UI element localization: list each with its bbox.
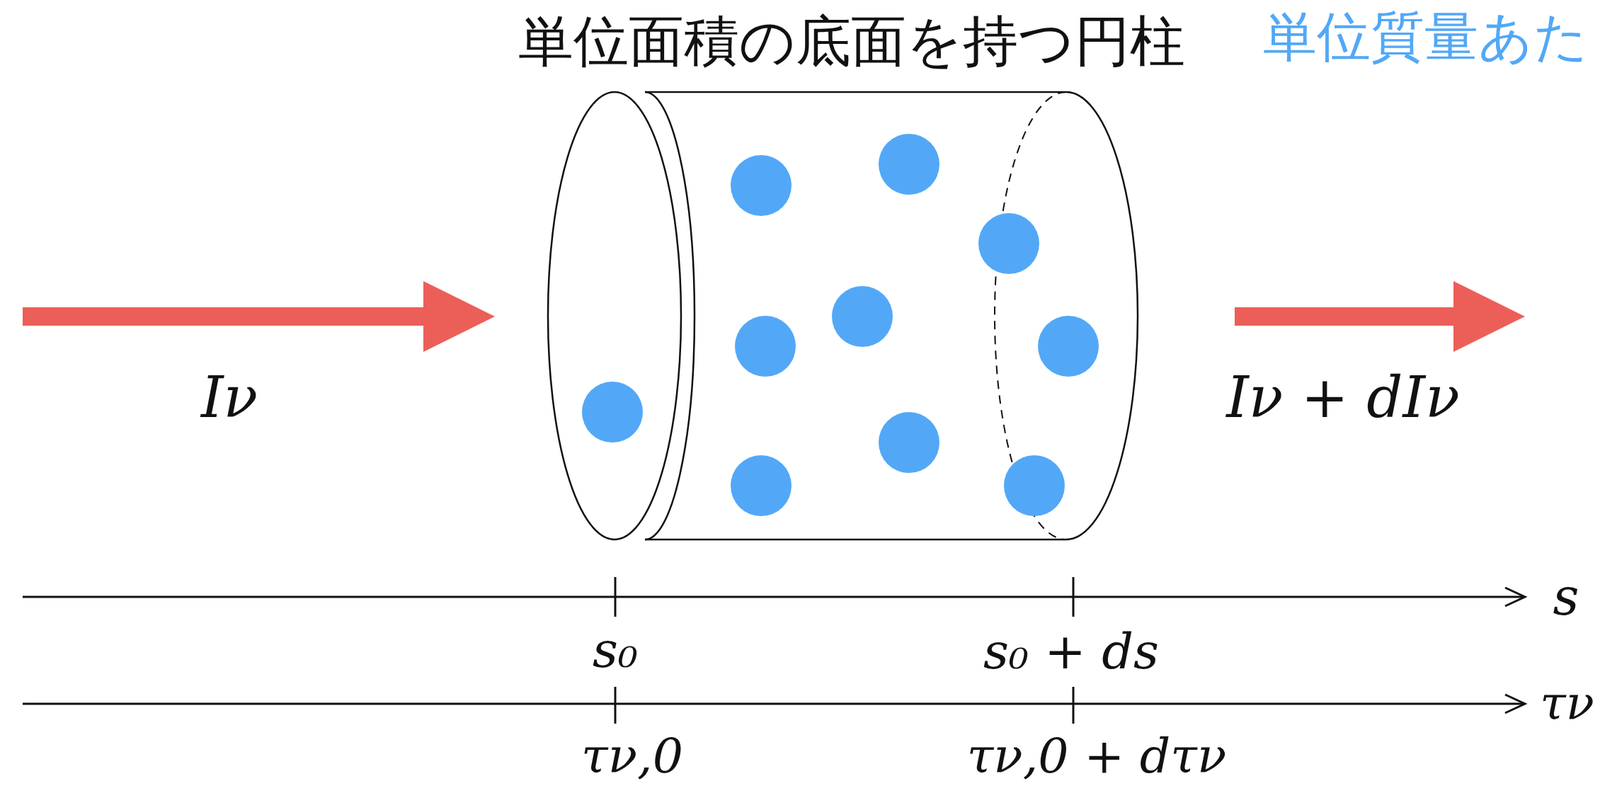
axis-tick [614,576,617,617]
tick-label: τν,0 [581,732,684,781]
cylinder-heading: 単位面積の底面を持つ円柱 [518,8,1186,76]
axis-line [22,596,1524,599]
incoming-arrow [22,281,495,352]
particle [831,286,893,347]
particle [878,133,940,195]
tick-label: s₀ [592,625,638,675]
axis-tick [1072,576,1075,617]
arrow-head [1453,281,1525,352]
arrow-shaft [1234,307,1455,326]
axis-line [22,703,1524,706]
particle [878,412,940,473]
particle [978,213,1040,274]
cylinder-base [547,92,682,540]
particle [730,455,792,517]
axis-tick [614,686,617,724]
axis-label: s [1553,571,1580,623]
particles [581,133,1099,517]
particle [730,155,792,216]
axis-arrowhead [1505,694,1525,713]
axis-label: τν [1539,680,1595,728]
cylinder-end [1066,92,1138,540]
intensity-out: Iν + dIν [1226,369,1460,427]
cylinder [547,92,1138,540]
note-text: 単位質量あた [1263,9,1589,64]
cylinder-side [644,91,1067,94]
cylinder-rim [644,92,695,540]
cylinder-hidden-edge [994,92,1067,540]
axis-arrowhead [1505,587,1525,607]
cylinder-side [644,538,1067,541]
arrow-shaft [22,307,425,326]
axis-tick [1072,686,1075,724]
cylinder-region: 単位面積の底面を持つ円柱 [547,92,1138,540]
particle [734,315,796,377]
particle [1037,315,1099,377]
s-axis [22,576,1525,617]
tick-label: s₀ + ds [983,626,1159,677]
particle [581,381,643,443]
arrow-head [423,281,495,352]
intensity-in: Iν [201,369,258,427]
particle [1003,455,1065,517]
tau-axis [22,686,1525,724]
tick-label: τν,0 + dτν [967,732,1227,781]
outgoing-arrow [1234,281,1525,352]
